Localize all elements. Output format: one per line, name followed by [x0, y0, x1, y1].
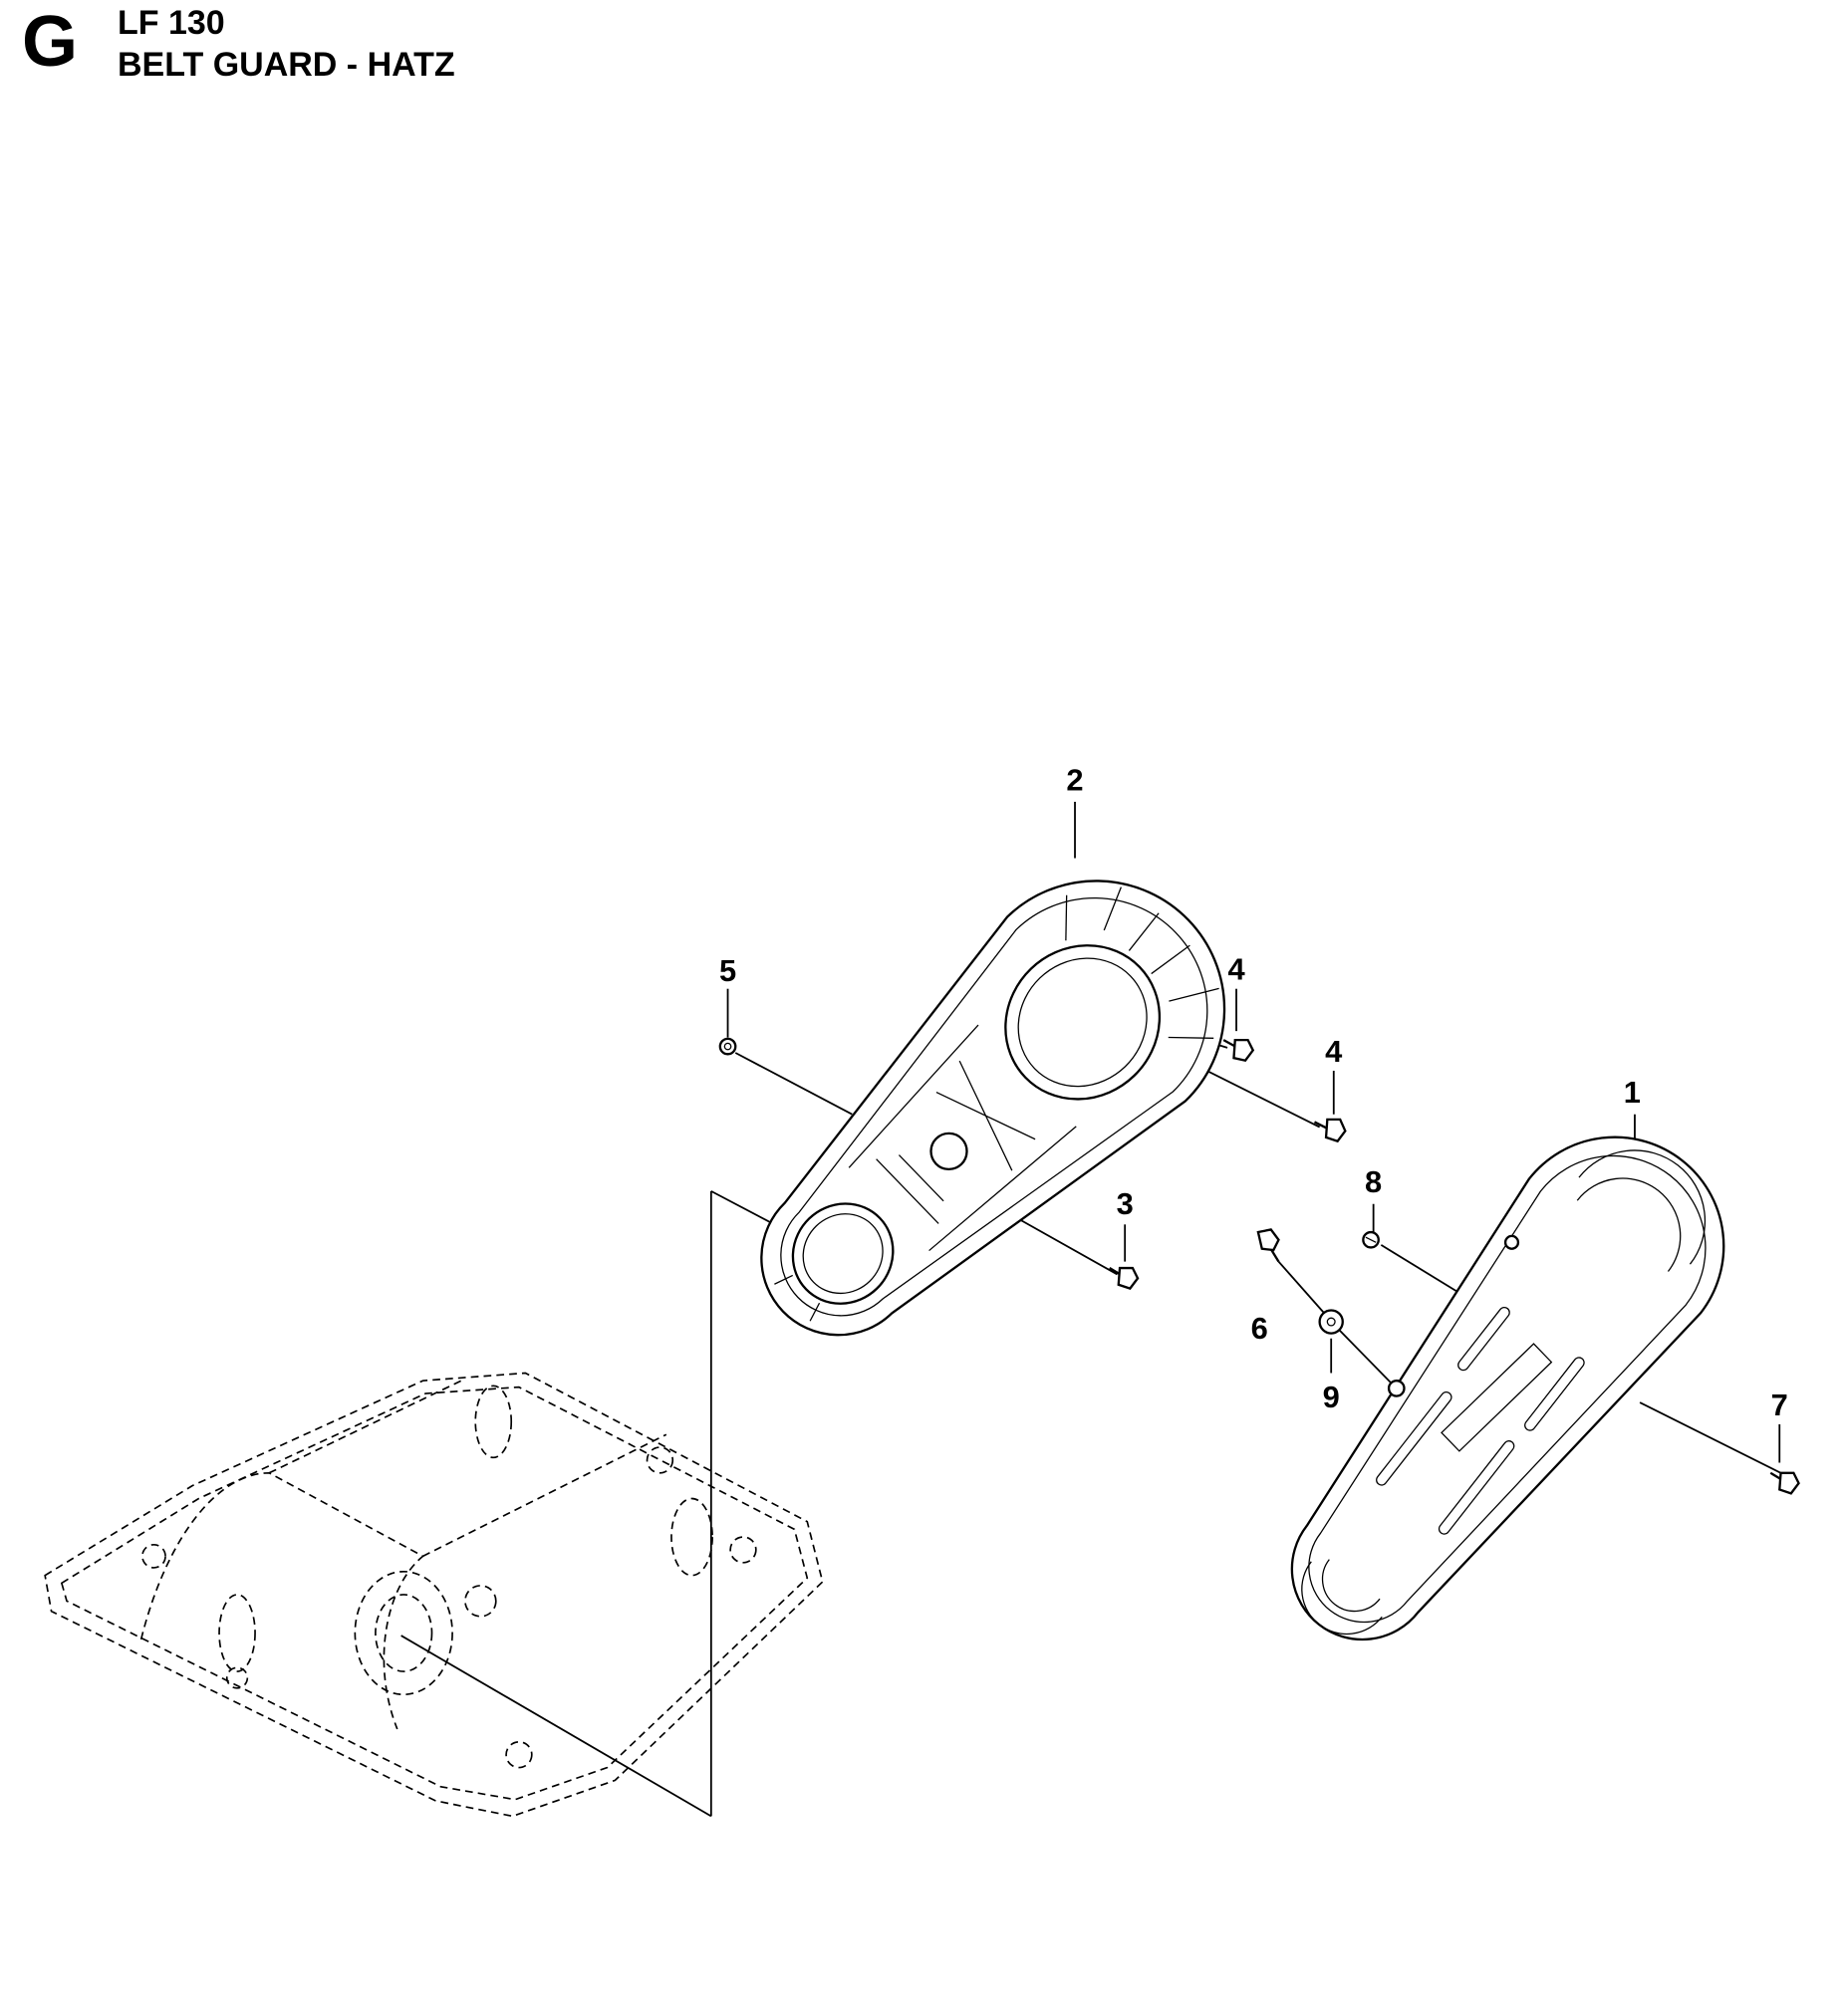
clip-on-cover	[1387, 1234, 1520, 1397]
callout-4b-label: 4	[1325, 1034, 1342, 1069]
base-plate-outline	[44, 1372, 824, 1818]
callout-6-label: 6	[1251, 1311, 1268, 1346]
bolt-part-6[interactable]	[1256, 1228, 1280, 1263]
section-letter: G	[22, 2, 79, 82]
bolt-part-4-lower[interactable]	[1313, 1118, 1347, 1143]
callout-8-label: 8	[1365, 1164, 1382, 1199]
washer-part-9[interactable]	[1318, 1309, 1344, 1335]
bolt-part-4-upper[interactable]	[1222, 1038, 1255, 1063]
bolt-part-3[interactable]	[1109, 1266, 1140, 1290]
callout-7-label: 7	[1771, 1387, 1788, 1422]
clip-part-8[interactable]	[1362, 1230, 1380, 1249]
callout-3-label: 3	[1117, 1186, 1134, 1221]
callout-5-label: 5	[719, 953, 736, 988]
nut-part-5[interactable]	[718, 1037, 737, 1056]
callout-9-label: 9	[1323, 1380, 1340, 1414]
part-2-inner-belt-guard[interactable]	[694, 828, 1278, 1403]
part-1-belt-guard-cover[interactable]	[1233, 1094, 1767, 1692]
callout-4a-label: 4	[1227, 952, 1244, 987]
callout-1-label: 1	[1624, 1075, 1641, 1110]
callout-1-label: 2	[1066, 762, 1083, 797]
page-title: BELT GUARD - HATZ	[118, 46, 455, 84]
bolt-part-7[interactable]	[1769, 1471, 1800, 1495]
model-name: LF 130	[118, 4, 225, 42]
